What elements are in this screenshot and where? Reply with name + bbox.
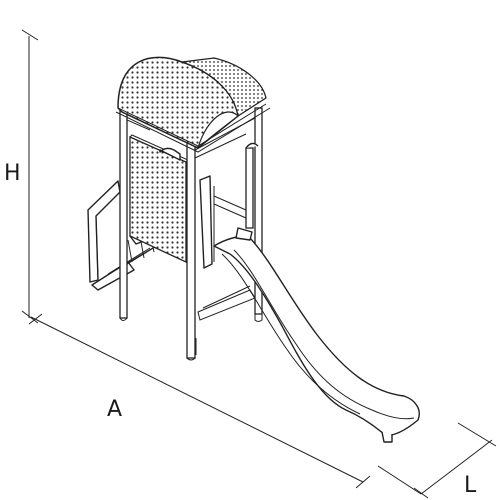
tower-back [207,107,263,322]
height-dimension: H [4,29,39,324]
height-label: H [4,161,21,186]
width-dimension: A [28,313,371,489]
width-label: A [107,397,122,422]
slide [213,227,420,443]
length-dimension: L [377,422,497,499]
roof [115,56,271,153]
handrail-front [199,175,213,269]
perforated-side-panel [129,134,189,264]
length-label: L [464,473,477,498]
